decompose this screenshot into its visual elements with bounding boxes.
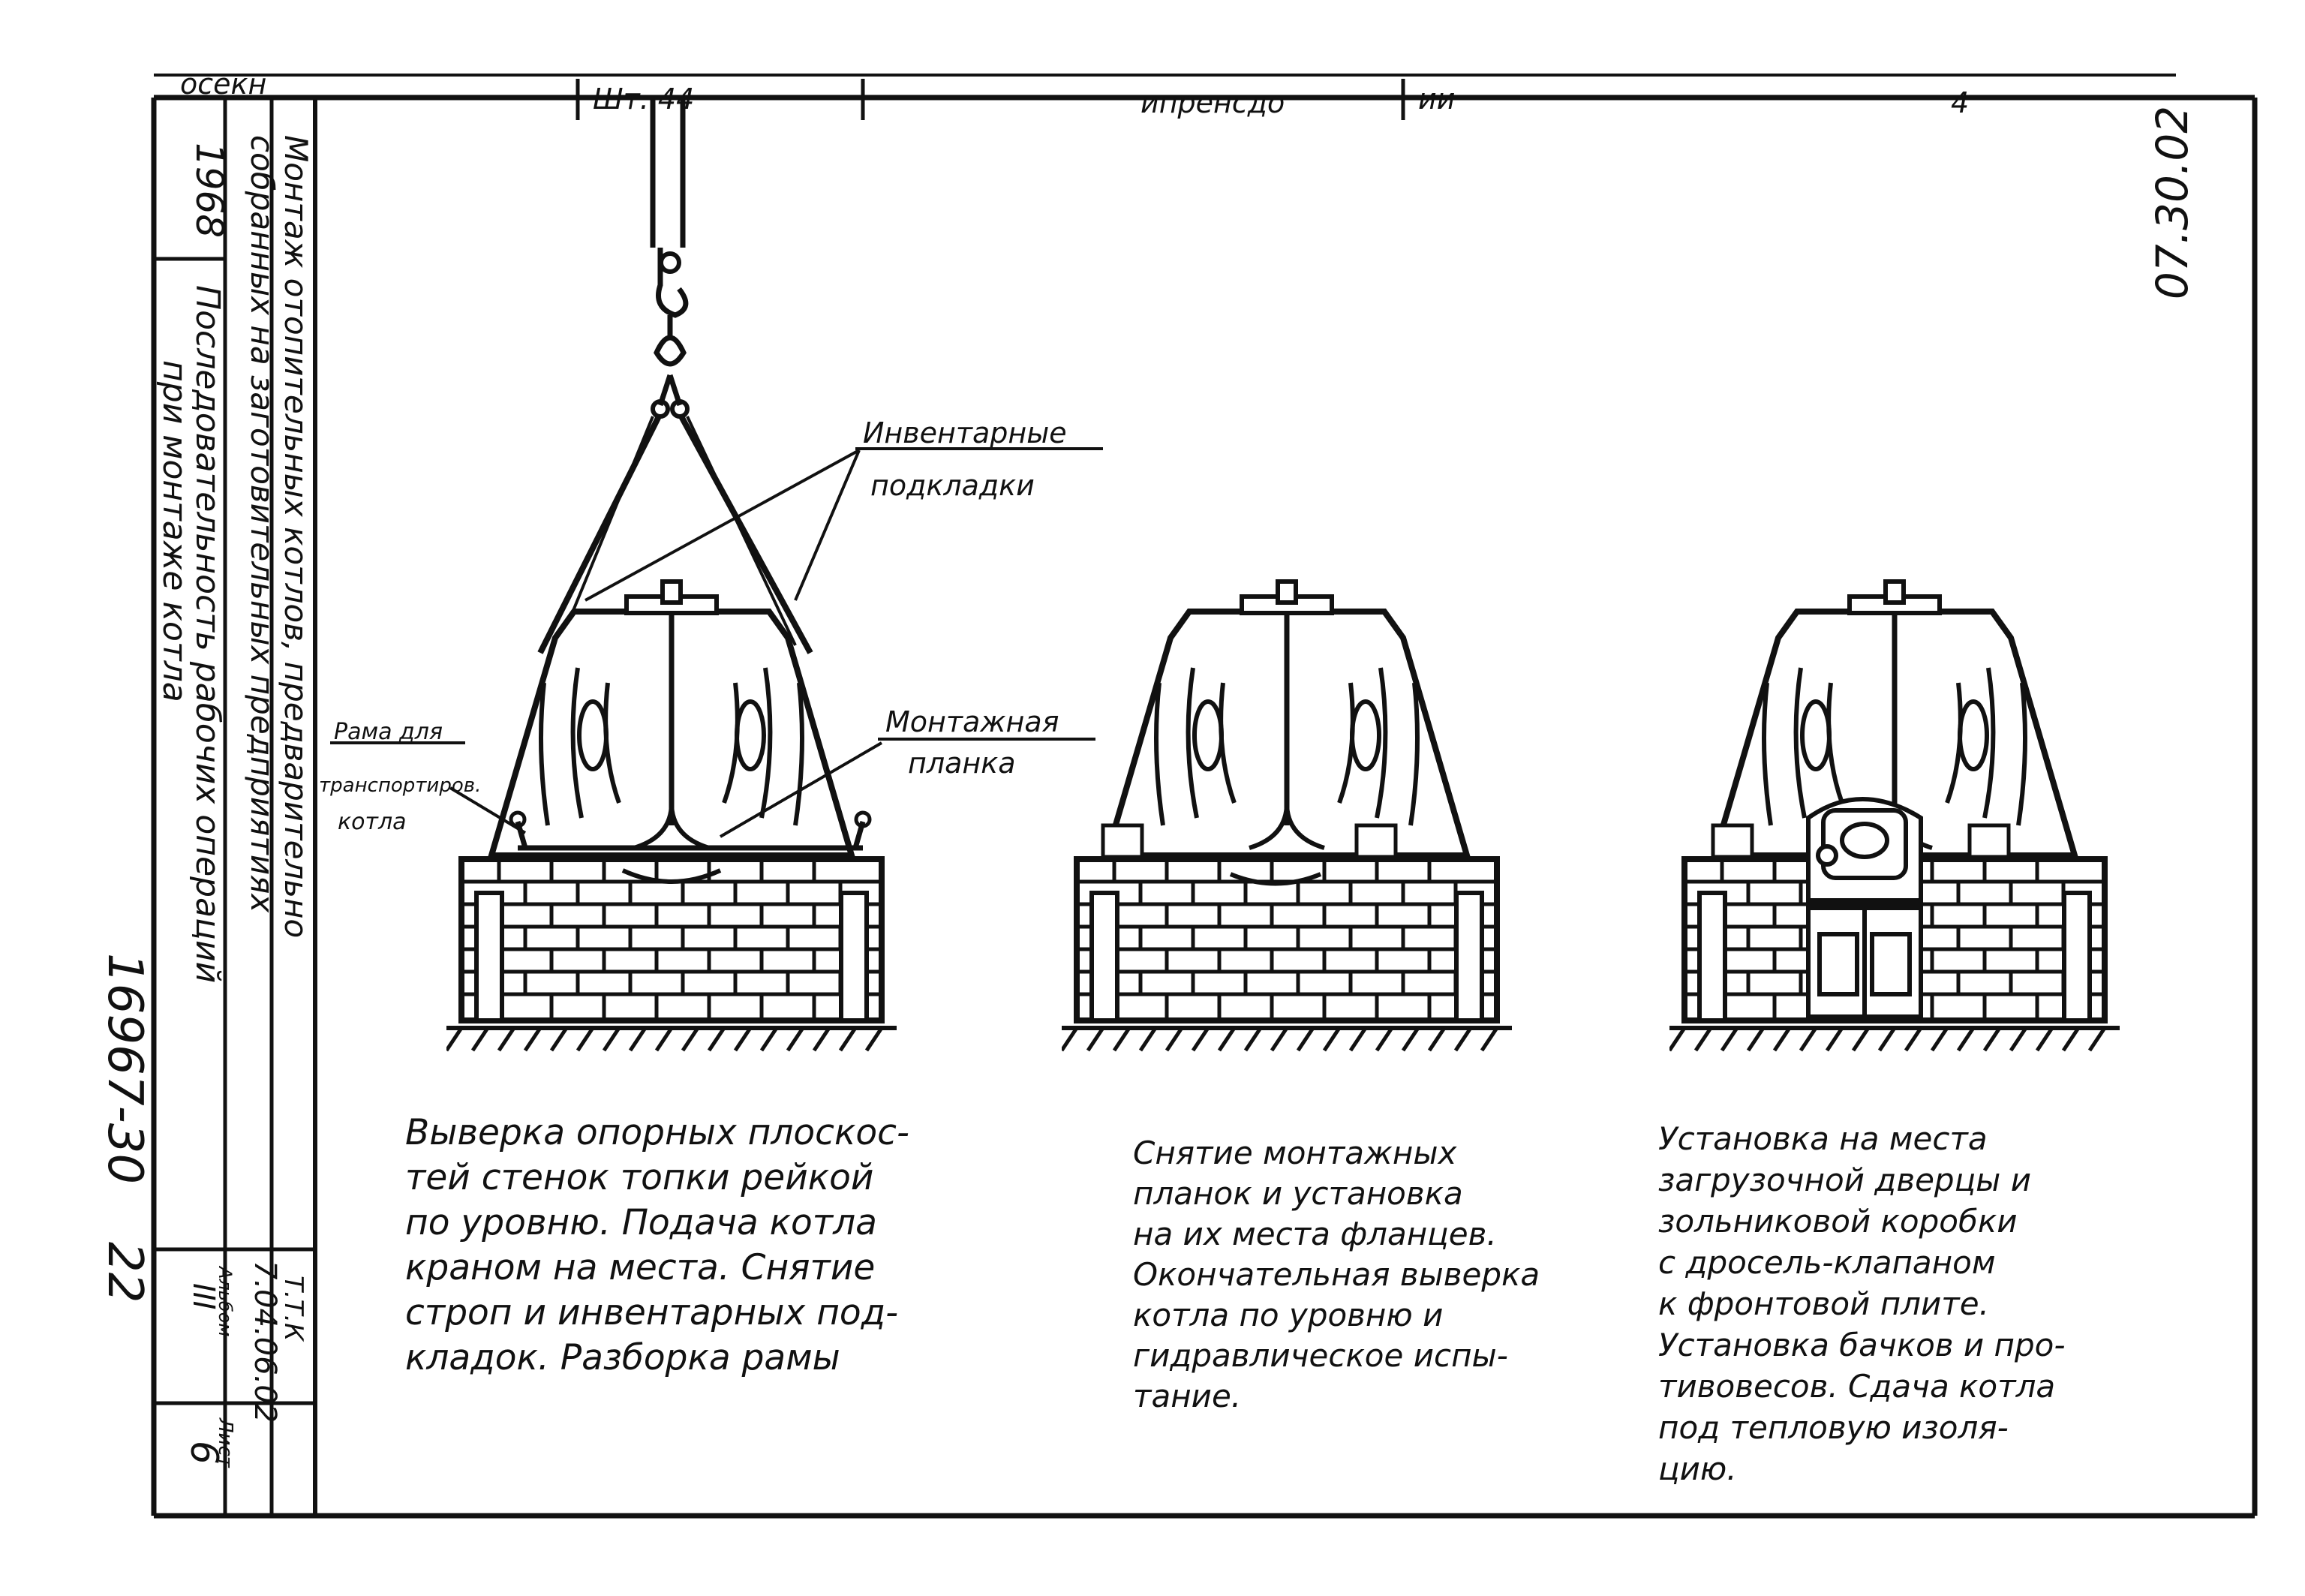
caption-step-3: Установка на места загрузочной дверцы и … [1658, 1118, 2066, 1489]
caption-step-3-line: под тепловую изоля- [1658, 1409, 2009, 1446]
caption-step-2-line: на их места фланцев. [1133, 1216, 1497, 1252]
label-frame-line-1: Рама для [334, 719, 443, 745]
boiler-doors [1711, 797, 2011, 1019]
caption-step-2-line: котла по уровню и [1133, 1297, 1444, 1333]
ttk-label: Т.Т.К [278, 1276, 308, 1342]
year: 1968 [188, 143, 231, 238]
page-number: 22 [97, 1242, 152, 1303]
caption-step-3-line: к фронтовой плите. [1658, 1285, 1989, 1322]
top-strip-text-5: 4 [1951, 86, 1969, 119]
doc-code: 07.30.02 [2147, 106, 2198, 299]
top-strip: осекн Шт. 44 ипренсдо ии 4 [154, 68, 2176, 120]
caption-step-3-line: Установка на места [1658, 1120, 1988, 1157]
caption-step-1-line: кладок. Разборка рамы [405, 1337, 840, 1378]
sheet-label: Лист [214, 1417, 236, 1468]
album-number: 16967-30 [97, 953, 152, 1184]
caption-step-3-line: загрузочной дверцы и [1658, 1162, 2031, 1198]
label-inventory-pads-line-1: Инвентарные [863, 416, 1067, 449]
flanges [1101, 823, 1398, 886]
top-strip-text-1: осекн [180, 68, 266, 101]
subtitle-line-1: Последовательность рабочих операций [188, 285, 227, 983]
label-mounting-bar-line-2: планка [908, 747, 1016, 780]
caption-step-2-line: планок и установка [1133, 1175, 1463, 1212]
boiler-figure-step-2 [1062, 582, 1512, 1050]
leader-lines [330, 447, 1103, 838]
caption-step-2-line: Окончательная выверка [1133, 1256, 1540, 1293]
caption-step-3-line: зольниковой коробки [1658, 1203, 2018, 1240]
label-mounting-bar-line-1: Монтажная [885, 705, 1059, 738]
label-frame-line-3: котла [338, 809, 407, 835]
album-label: Альбом [215, 1265, 236, 1337]
crane-hook-and-slings [537, 98, 813, 654]
transport-frame [509, 810, 872, 884]
label-inventory-pads-line-2: подкладки [870, 469, 1035, 502]
caption-step-2-line: Снятие монтажных [1133, 1135, 1457, 1171]
caption-step-1-line: краном на места. Снятие [405, 1247, 876, 1288]
caption-step-2: Снятие монтажных планок и установка на и… [1133, 1133, 1540, 1417]
caption-step-3-line: цию. [1658, 1450, 1737, 1487]
album-value: III [186, 1283, 221, 1309]
caption-step-3-line: с дросель-клапаном [1658, 1244, 1996, 1281]
ttk-code: 7.04.06.02 [248, 1261, 282, 1423]
top-strip-text-3: ипренсдо [1140, 86, 1285, 119]
title-line-2: собранных на заготовительных предприятия… [244, 135, 281, 913]
caption-step-3-line: тивовесов. Сдача котла [1658, 1368, 2056, 1405]
caption-step-3-line: Установка бачков и про- [1658, 1327, 2066, 1363]
callout-labels: Инвентарные подкладки Монтажная планка Р… [319, 416, 1067, 835]
caption-step-1-line: Выверка опорных плоскос- [405, 1112, 909, 1153]
subtitle-line-2: при монтаже котла [155, 360, 194, 702]
caption-step-1: Выверка опорных плоскос- тей стенок топк… [405, 1111, 909, 1381]
caption-step-1-line: тей стенок топки рейкой [405, 1157, 874, 1198]
sheet-frame [151, 95, 2258, 1519]
top-strip-text-4: ии [1418, 83, 1455, 116]
title-block: Монтаж отопительных котлов, предваритель… [155, 135, 314, 1468]
sheet-value: 6 [182, 1441, 226, 1465]
caption-step-2-line: гидравлическое испы- [1133, 1337, 1508, 1374]
caption-step-1-line: строп и инвентарных под- [405, 1292, 899, 1333]
caption-step-2-line: тание. [1133, 1378, 1242, 1414]
top-strip-text-2: Шт. 44 [593, 83, 694, 116]
label-frame-line-2: транспортиров. [319, 774, 481, 797]
title-line-1: Монтаж отопительных котлов, предваритель… [278, 135, 314, 938]
caption-step-1-line: по уровню. Подача котла [405, 1202, 877, 1243]
